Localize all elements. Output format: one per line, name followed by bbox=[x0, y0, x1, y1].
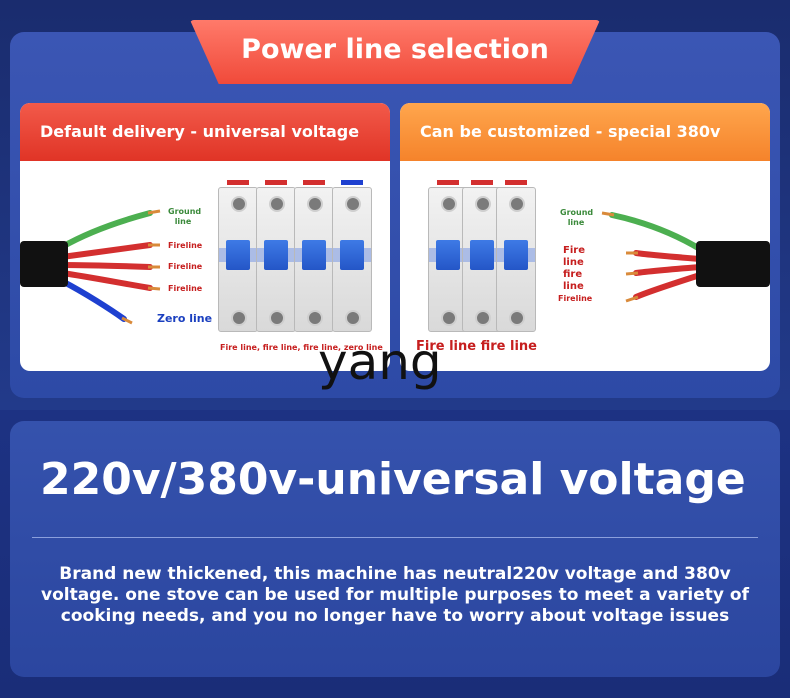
fire-line-label-1: Fire line bbox=[563, 245, 585, 268]
customized-header: Can be customized - special 380v bbox=[400, 103, 770, 161]
panel-title: Power line selection bbox=[241, 34, 549, 65]
toggle-switch bbox=[470, 240, 494, 270]
breaker-pole-4 bbox=[332, 180, 372, 332]
screw-icon bbox=[441, 310, 457, 326]
toggle-switch bbox=[340, 240, 364, 270]
blue-tab bbox=[341, 180, 363, 185]
ground-wire bbox=[609, 212, 703, 252]
ground-line-label: Ground line bbox=[168, 207, 202, 226]
screw-icon bbox=[509, 310, 525, 326]
breaker-pole-a bbox=[428, 180, 468, 332]
fireline-label-2: Fireline bbox=[168, 262, 203, 271]
customized-card: Can be customized - special 380v Ground … bbox=[400, 103, 770, 371]
red-tab bbox=[303, 180, 325, 185]
red-tab bbox=[265, 180, 287, 185]
screw-icon bbox=[269, 196, 285, 212]
red-tab bbox=[505, 180, 527, 185]
left-breaker-caption: Fire line, fire line, fire line, zero li… bbox=[220, 343, 383, 352]
toggle-switch bbox=[436, 240, 460, 270]
breaker-pole-2 bbox=[256, 180, 296, 332]
fire-wire-2 bbox=[633, 264, 703, 276]
ground-wire bbox=[59, 210, 153, 250]
screw-icon bbox=[345, 310, 361, 326]
default-delivery-header: Default delivery - universal voltage bbox=[20, 103, 390, 161]
red-tab bbox=[227, 180, 249, 185]
cable-sheath bbox=[696, 241, 770, 287]
toggle-switch bbox=[226, 240, 250, 270]
voltage-description: Brand new thickened, this machine has ne… bbox=[40, 564, 749, 626]
red-tab bbox=[437, 180, 459, 185]
zero-wire bbox=[59, 278, 127, 322]
red-tab bbox=[471, 180, 493, 185]
left-cable-illustration bbox=[20, 209, 161, 325]
toggle-switch bbox=[504, 240, 528, 270]
ground-line-label: Ground line bbox=[560, 208, 594, 227]
fire-wire-3 bbox=[59, 270, 153, 291]
screw-icon bbox=[345, 196, 361, 212]
fireline-label-3: Fireline bbox=[168, 284, 203, 293]
screw-icon bbox=[307, 310, 323, 326]
fire-wire-3 bbox=[633, 272, 703, 300]
screw-icon bbox=[475, 196, 491, 212]
fire-wire-1 bbox=[633, 250, 703, 262]
title-ribbon bbox=[190, 20, 600, 84]
cable-sheath bbox=[20, 241, 68, 287]
toggle-switch bbox=[264, 240, 288, 270]
fire-wire-2-tip bbox=[625, 271, 639, 276]
screw-icon bbox=[441, 196, 457, 212]
voltage-info-panel bbox=[10, 421, 780, 677]
fire-wire-1 bbox=[59, 242, 153, 260]
default-delivery-card: Default delivery - universal voltage Gro… bbox=[20, 103, 390, 371]
ground-wire-tip bbox=[601, 211, 615, 217]
right-breaker-caption: Fire line fire line bbox=[416, 339, 537, 354]
screw-icon bbox=[307, 196, 323, 212]
fire-wire-3-tip bbox=[625, 295, 639, 303]
screw-icon bbox=[509, 196, 525, 212]
screw-icon bbox=[231, 310, 247, 326]
voltage-headline: 220v/380v-universal voltage bbox=[40, 454, 746, 505]
fire-wire-3-tip bbox=[147, 286, 161, 291]
screw-icon bbox=[231, 196, 247, 212]
divider bbox=[32, 537, 758, 538]
ground-wire-tip bbox=[147, 209, 161, 215]
fireline-label-1: Fireline bbox=[168, 241, 203, 250]
right-cable-illustration bbox=[601, 211, 770, 303]
screw-icon bbox=[269, 310, 285, 326]
breaker-pole-3 bbox=[294, 180, 334, 332]
toggle-switch bbox=[302, 240, 326, 270]
fire-line-label-2: fire line bbox=[563, 269, 584, 292]
fireline-label-3: Fireline bbox=[558, 294, 593, 303]
zero-line-label: Zero line bbox=[157, 312, 213, 325]
breaker-pole-1 bbox=[218, 180, 258, 332]
zero-wire-tip bbox=[121, 316, 133, 325]
screw-icon bbox=[475, 310, 491, 326]
watermark-text: yang bbox=[318, 333, 442, 391]
fire-wire-2 bbox=[59, 262, 153, 270]
breaker-pole-c bbox=[496, 180, 536, 332]
